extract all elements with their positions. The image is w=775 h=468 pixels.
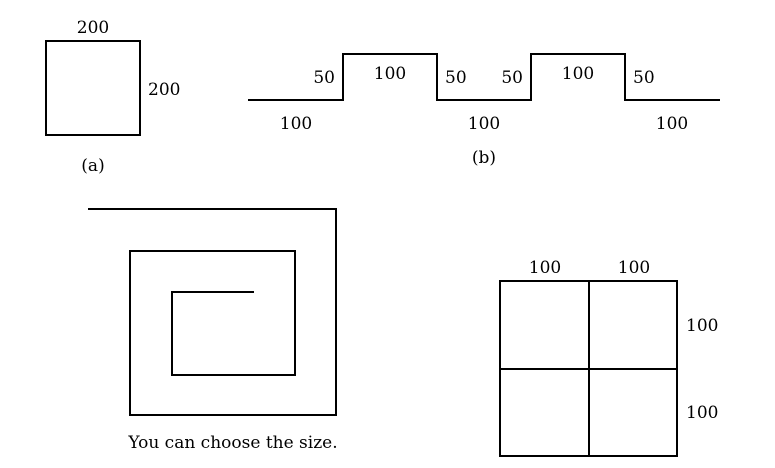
- grid-right-top-label: 100: [686, 316, 718, 336]
- step-top-label-1: 100: [374, 64, 406, 84]
- square-top-label: 200: [77, 18, 109, 38]
- grid-right-bottom-label: 100: [686, 403, 718, 423]
- step-bottom-label-1: 100: [280, 114, 312, 134]
- grid-top-left-label: 100: [529, 258, 561, 278]
- step-down-label-1: 50: [445, 68, 467, 88]
- figure-b-caption: (b): [472, 148, 496, 168]
- step-top-label-2: 100: [562, 64, 594, 84]
- step-down-label-2: 50: [633, 68, 655, 88]
- figure-a: 200 200 (a): [45, 18, 180, 176]
- grid-figure: 100 100 100 100: [499, 258, 718, 457]
- grid-top-right-label: 100: [618, 258, 650, 278]
- figure-a-caption: (a): [81, 156, 104, 176]
- step-up-label-2: 50: [501, 68, 523, 88]
- square-outline: [45, 40, 141, 136]
- step-up-label-1: 50: [313, 68, 335, 88]
- spiral-path: [88, 208, 337, 416]
- step-path: [248, 53, 720, 101]
- spiral-figure: You can choose the size.: [88, 208, 338, 453]
- step-bottom-label-3: 100: [656, 114, 688, 134]
- step-bottom-label-2: 100: [468, 114, 500, 134]
- figure-b: 50 100 50 50 100 50 100 100 100 (b): [248, 53, 720, 168]
- square-side-label: 200: [148, 80, 180, 100]
- spiral-caption: You can choose the size.: [127, 433, 337, 453]
